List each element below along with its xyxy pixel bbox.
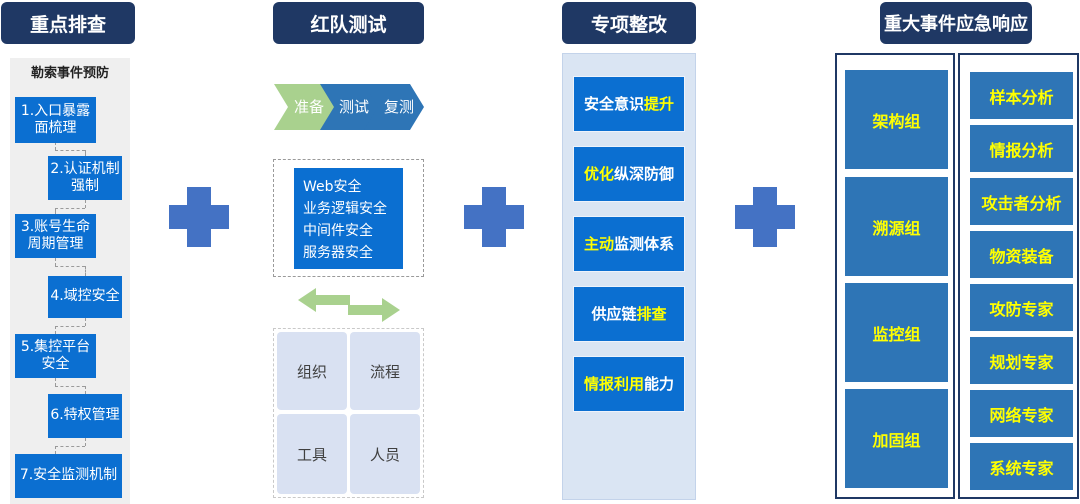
grid-cell-tools: 工具 (277, 414, 347, 494)
plus-icon (169, 187, 229, 247)
item-text-yellow: 情报利用 (583, 374, 644, 393)
chevron-test: 测试 (338, 98, 369, 116)
section3-header: 专项整改 (562, 2, 696, 44)
remediation-item-3: 主动监测体系 (573, 216, 685, 272)
grid-cell-process: 流程 (350, 332, 420, 410)
chevron-retest: 复测 (383, 98, 414, 116)
plus-icon (464, 187, 524, 247)
remediation-item-1: 安全意识提升 (573, 76, 685, 132)
test-item: Web安全 (303, 179, 362, 195)
remediation-item-5: 情报利用能力 (573, 356, 685, 412)
step-1-line1: 1.入口暴露 (20, 102, 91, 119)
item-text-white: 能力 (644, 374, 675, 393)
group-monitoring: 监控组 (845, 283, 948, 382)
plus-icon (735, 187, 795, 247)
step-3-line2: 周期管理 (27, 236, 84, 252)
step-5: 5.集控平台 安全 (15, 334, 96, 378)
group-architecture: 架构组 (845, 70, 948, 169)
remediation-item-4: 供应链排查 (573, 286, 685, 342)
section1-subtitle: 勒索事件预防 (30, 66, 109, 81)
expert-planning: 规划专家 (970, 337, 1073, 384)
grid-cell-personnel: 人员 (350, 414, 420, 494)
process-chevrons (274, 84, 424, 130)
expert-attacker-analysis: 攻击者分析 (970, 178, 1073, 225)
experts-frame (958, 53, 1079, 499)
item-text-white: 供应链 (591, 304, 637, 323)
section4-header: 重大事件应急响应 (880, 2, 1032, 44)
test-item: 业务逻辑安全 (303, 201, 387, 217)
test-item: 服务器安全 (303, 245, 373, 261)
step-5-line1: 5.集控平台 (20, 338, 91, 355)
step-4-line1: 4.域控安全 (50, 288, 120, 305)
step-7: 7.安全监测机制 (15, 454, 122, 498)
step-4: 4.域控安全 (48, 276, 122, 318)
section1-header: 重点排查 (1, 2, 135, 44)
capability-grid-frame (273, 328, 424, 498)
section2-header: 红队测试 (273, 2, 424, 44)
expert-sample-analysis: 样本分析 (970, 72, 1073, 119)
step-2-line2: 强制 (71, 178, 99, 194)
test-scope-frame (273, 159, 424, 277)
item-text-yellow: 排查 (636, 304, 667, 323)
chevron-prepare: 准备 (293, 98, 324, 116)
expert-intel-analysis: 情报分析 (970, 125, 1073, 172)
item-text-white: 安全意识 (583, 94, 644, 113)
exchange-arrows-icon (298, 288, 400, 322)
step-2: 2.认证机制 强制 (48, 156, 122, 200)
item-text-yellow: 主动 (583, 234, 614, 253)
step-3: 3.账号生命 周期管理 (15, 214, 96, 258)
step-5-line2: 安全 (41, 356, 70, 372)
expert-network: 网络专家 (970, 390, 1073, 437)
step-3-line1: 3.账号生命 (20, 218, 91, 235)
test-item: 中间件安全 (303, 223, 373, 239)
expert-materials: 物资装备 (970, 231, 1073, 278)
groups-frame (835, 53, 955, 499)
step-1: 1.入口暴露 面梳理 (15, 97, 96, 143)
group-tracing: 溯源组 (845, 177, 948, 276)
step-2-line1: 2.认证机制 (50, 160, 120, 177)
grid-cell-organization: 组织 (277, 332, 347, 410)
step-6-line1: 6.特权管理 (50, 407, 120, 424)
group-hardening: 加固组 (845, 389, 948, 488)
expert-offense-defense: 攻防专家 (970, 284, 1073, 331)
expert-system: 系统专家 (970, 443, 1073, 490)
step-6: 6.特权管理 (48, 394, 122, 438)
step-7-line1: 7.安全监测机制 (19, 467, 118, 484)
item-text-white: 纵深防御 (614, 164, 675, 183)
test-scope-box: Web安全 业务逻辑安全 中间件安全 服务器安全 (294, 168, 403, 269)
item-text-white: 监测体系 (614, 234, 675, 253)
item-text-yellow: 优化 (583, 164, 614, 183)
remediation-item-2: 优化纵深防御 (573, 146, 685, 202)
item-text-yellow: 提升 (644, 94, 675, 113)
step-1-line2: 面梳理 (34, 120, 77, 136)
